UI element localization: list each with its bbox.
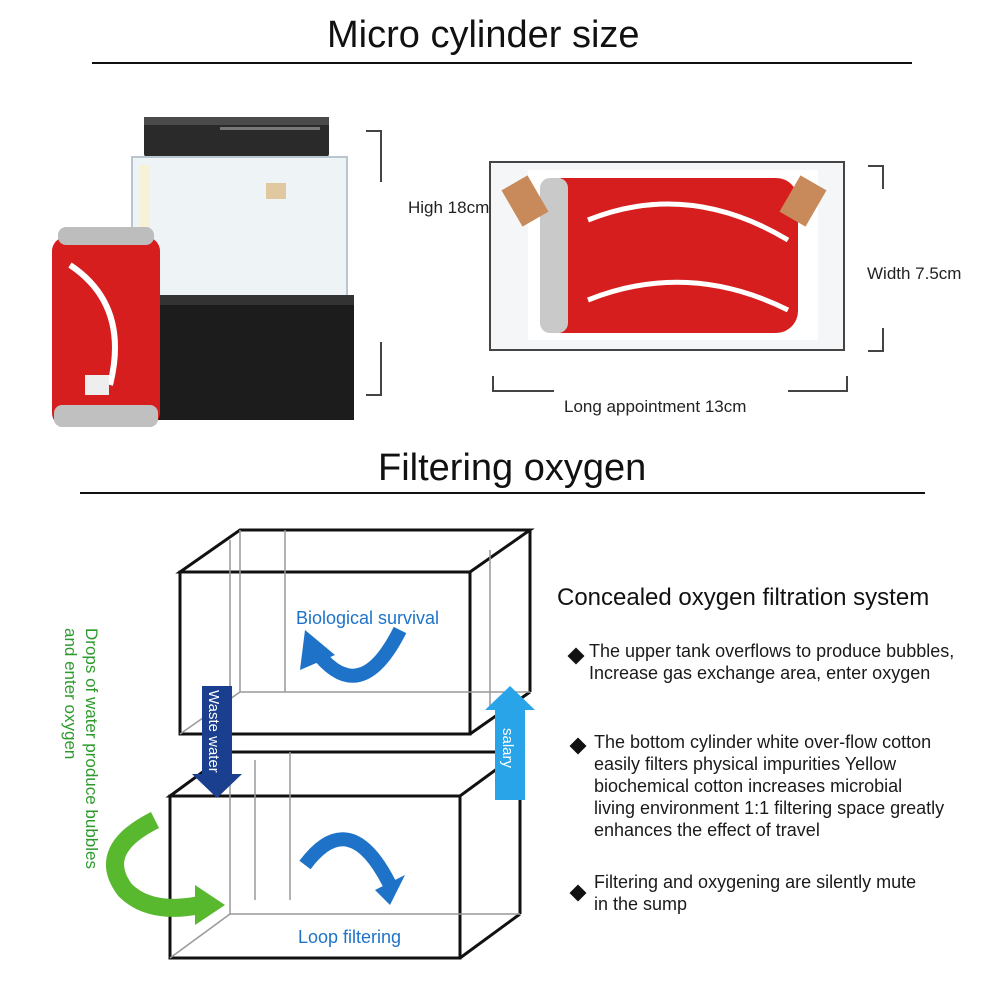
section-title-filtering: Filtering oxygen <box>378 447 647 489</box>
product-photo-top <box>489 161 845 351</box>
bullet-2-line: living environment 1:1 filtering space g… <box>594 798 945 818</box>
length-bracket-right <box>788 376 848 392</box>
bullet-2-line: enhances the effect of travel <box>594 820 820 840</box>
bullet-marker <box>569 737 587 755</box>
bullet-1: The upper tank overflows to produce bubb… <box>589 640 994 684</box>
section-title-size: Micro cylinder size <box>327 14 640 56</box>
bullet-2-line: biochemical cotton increases microbial <box>594 776 903 796</box>
bullet-2: The bottom cylinder white over-flow cott… <box>594 731 994 841</box>
height-bracket-bottom <box>366 342 382 396</box>
bullet-3-line: in the sump <box>594 894 688 914</box>
product-photo-front <box>52 117 354 427</box>
explanation-heading: Concealed oxygen filtration system <box>557 584 930 611</box>
width-dimension-label: Width 7.5cm <box>867 264 962 283</box>
bullet-3-line: Filtering and oxygening are silently mut… <box>594 872 917 892</box>
salary-arrow-label: salary <box>499 728 516 769</box>
height-dimension-label: High 18cm <box>408 198 490 217</box>
width-bracket-bottom <box>868 328 884 352</box>
length-bracket-left <box>492 376 554 392</box>
height-bracket-top <box>366 130 382 182</box>
bullet-2-line: easily filters physical impurities Yello… <box>594 754 897 774</box>
bullet-marker <box>569 884 587 902</box>
bullet-1-line: Increase gas exchange area, enter oxygen <box>589 663 931 683</box>
filtration-diagram <box>106 528 535 960</box>
upper-tank-label: Biological survival <box>296 608 440 628</box>
bubbles-side-label: Drops of water produce bubbles and enter… <box>61 628 101 869</box>
bullet-2-line: The bottom cylinder white over-flow cott… <box>594 732 932 752</box>
bullet-3: Filtering and oxygening are silently mut… <box>594 871 994 915</box>
title-underline <box>92 62 912 64</box>
waste-water-arrow-label: Waste water <box>205 690 222 773</box>
bullet-marker <box>567 647 585 665</box>
length-dimension-label: Long appointment 13cm <box>564 397 747 416</box>
title-underline-2 <box>80 492 925 494</box>
bullet-1-line: The upper tank overflows to produce bubb… <box>589 641 955 661</box>
lower-tank-label: Loop filtering <box>298 927 402 947</box>
width-bracket-top <box>868 165 884 189</box>
